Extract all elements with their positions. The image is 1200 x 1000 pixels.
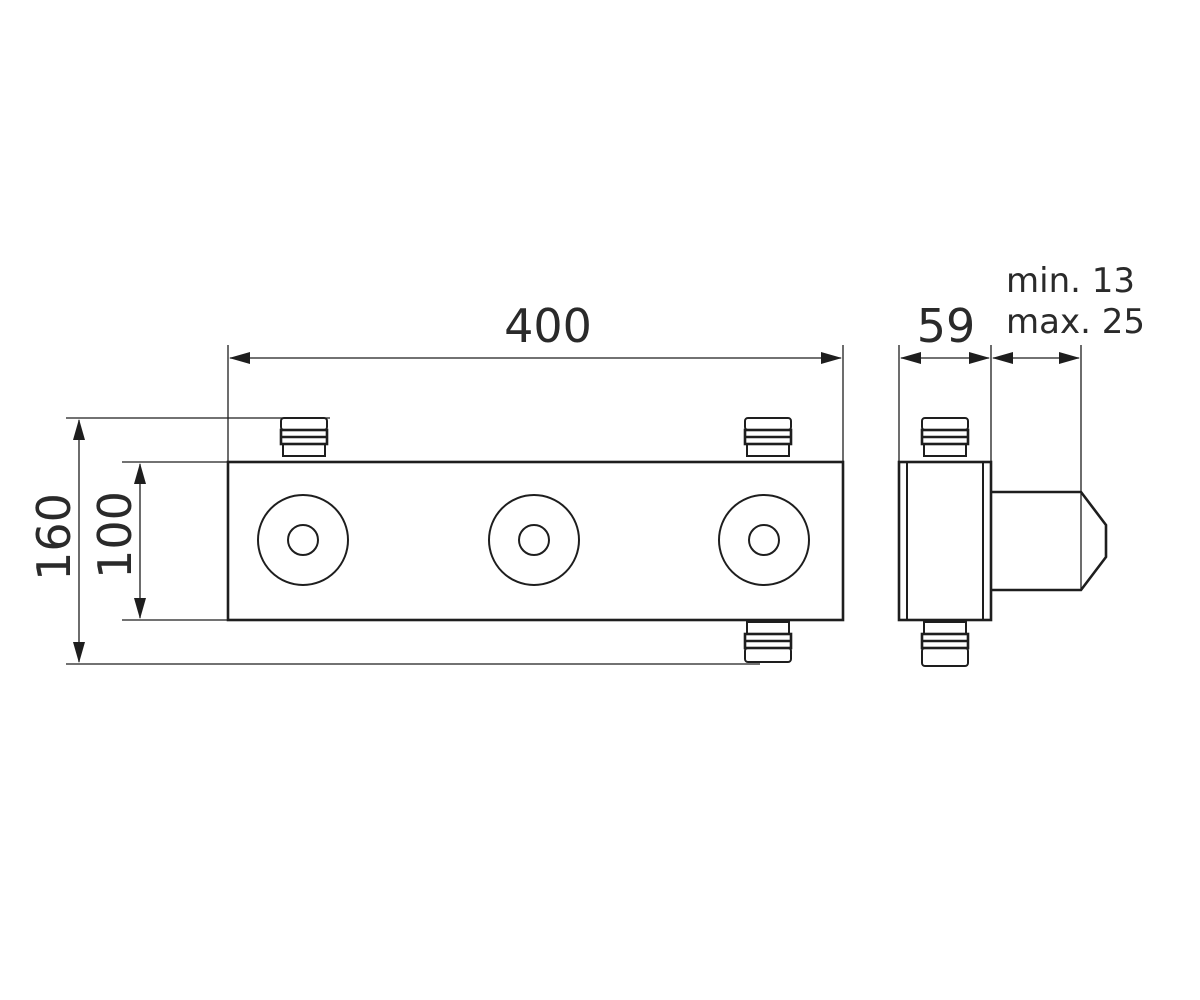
dimension-length: 400 — [227, 299, 844, 462]
dimension-adjustment-max: max. 25 — [1006, 302, 1145, 342]
dimension-overall-height: 160 — [27, 417, 760, 665]
connector-nut-top-right — [743, 416, 793, 458]
side-nut-bottom — [920, 621, 970, 667]
front-view — [226, 416, 845, 663]
dimension-body-height-label: 100 — [88, 491, 142, 579]
connector-nut-top-left — [279, 416, 329, 458]
dimension-depth: 59 — [898, 299, 992, 492]
side-spindle — [991, 490, 1108, 592]
dimension-adjustment-min: min. 13 — [1006, 261, 1135, 301]
side-view — [897, 416, 1108, 667]
control-knob-left — [257, 494, 349, 586]
side-body — [897, 460, 993, 622]
front-body — [226, 460, 845, 622]
side-nut-top — [920, 416, 970, 458]
dimension-depth-label: 59 — [917, 299, 976, 353]
dimension-overall-height-label: 160 — [27, 493, 81, 581]
control-knob-center — [488, 494, 580, 586]
dimension-adjustment: min. 13 max. 25 — [992, 261, 1145, 492]
connector-nut-bottom — [743, 621, 793, 663]
control-knob-right — [718, 494, 810, 586]
dimension-length-label: 400 — [504, 299, 592, 353]
dimension-body-height: 100 — [88, 461, 228, 621]
